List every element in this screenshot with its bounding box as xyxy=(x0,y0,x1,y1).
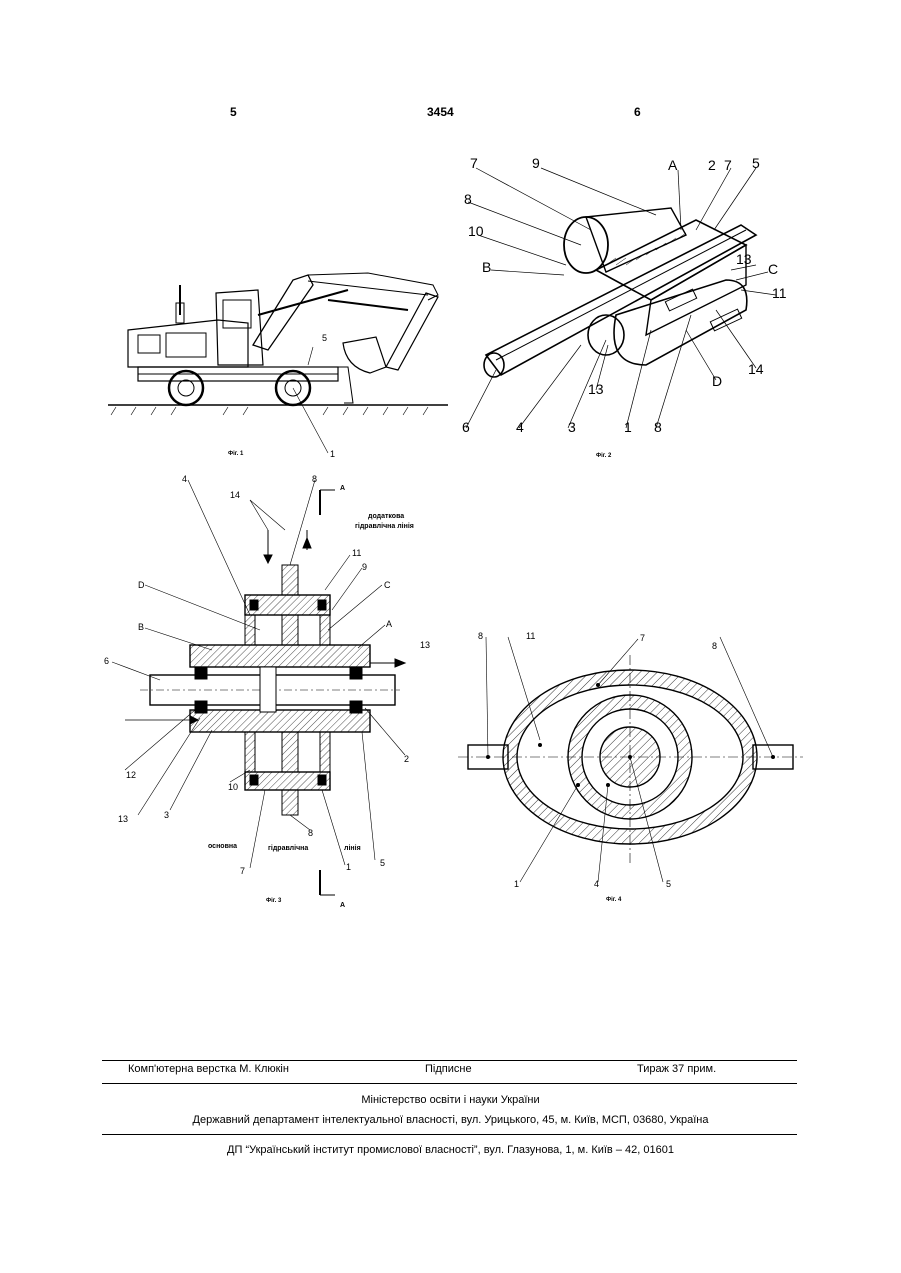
fig3-label-4: 4 xyxy=(182,474,187,484)
fig4-label-5: 5 xyxy=(666,879,671,889)
fig3-label-8b: 8 xyxy=(308,828,313,838)
fig3-annotation-main-2: гідравлічна xyxy=(268,844,308,852)
fig3-section-mark-bottom: A xyxy=(340,902,345,909)
fig3-label-1: 1 xyxy=(346,862,351,872)
fig4-label-8b: 8 xyxy=(712,641,717,651)
fig3-label-D: D xyxy=(138,580,145,590)
fig3-label-9: 9 xyxy=(362,562,367,572)
fig3-annotation-extra-1: додаткова xyxy=(368,513,404,520)
fig3-label-6: 6 xyxy=(104,656,109,666)
fig3-label-8a: 8 xyxy=(312,474,317,484)
fig2-label-7a: 7 xyxy=(470,155,478,171)
excavator-drawing: 5 1 xyxy=(108,255,448,460)
fig4-label-1: 1 xyxy=(514,879,519,889)
fig3-label-2: 2 xyxy=(404,754,409,764)
ring-section-drawing: 8 11 7 8 1 4 5 xyxy=(458,625,803,905)
fig2-label-11: 11 xyxy=(772,285,787,301)
figure-1-excavator: 5 1 xyxy=(108,255,448,460)
footer-rule-bottom xyxy=(102,1134,797,1135)
footer-signed: Підписне xyxy=(425,1063,472,1075)
fig3-label-B: B xyxy=(138,622,144,632)
fig2-label-13b: 13 xyxy=(588,381,604,397)
fig4-caption: Фіг. 4 xyxy=(606,897,621,903)
fig4-label-4: 4 xyxy=(594,879,599,889)
fig3-label-11: 11 xyxy=(352,548,361,558)
fig3-label-3: 3 xyxy=(164,810,169,820)
fig2-label-3: 3 xyxy=(568,419,576,435)
fig2-label-7b: 7 xyxy=(724,157,732,173)
fig3-label-12: 12 xyxy=(126,770,136,780)
footer-circulation: Тираж 37 прим. xyxy=(637,1063,716,1075)
fig3-label-C: C xyxy=(384,580,391,590)
fig3-label-14: 14 xyxy=(230,490,240,500)
fig1-caption: Фіг. 1 xyxy=(228,451,243,457)
fig2-label-13a: 13 xyxy=(736,251,752,267)
fig3-annotation-main-1: основна xyxy=(208,843,237,850)
fig3-label-13b: 13 xyxy=(118,814,128,824)
left-page-number: 5 xyxy=(230,105,237,119)
fig3-annotation-main-3: лінія xyxy=(344,844,361,852)
fig3-label-5: 5 xyxy=(380,858,385,868)
footer-rule-middle xyxy=(102,1083,797,1084)
patent-number: 3454 xyxy=(427,105,454,119)
fig2-label-14: 14 xyxy=(748,361,764,377)
fig2-label-C: C xyxy=(768,261,778,277)
footer-institute: ДП “Український інститут промислової вла… xyxy=(0,1144,901,1156)
figure-4-ring-section: 8 11 7 8 1 4 5 xyxy=(458,625,803,905)
right-page-number: 6 xyxy=(634,105,641,119)
fig1-label-1: 1 xyxy=(330,449,335,459)
footer-layout: Комп'ютерна верстка М. Клюкін xyxy=(128,1063,289,1075)
section-drawing: 4 14 8 11 9 D C B A 13 6 2 12 10 13 3 8 … xyxy=(100,470,445,910)
fig2-label-6: 6 xyxy=(462,419,470,435)
fig1-label-5: 5 xyxy=(322,333,327,343)
fig2-caption: Фіг. 2 xyxy=(596,453,611,459)
footer-department: Державний департамент інтелектуальної вл… xyxy=(0,1114,901,1126)
footer-rule-top xyxy=(102,1060,797,1061)
fig3-label-13a: 13 xyxy=(420,640,430,650)
fig3-label-7: 7 xyxy=(240,866,245,876)
fig2-label-5: 5 xyxy=(752,155,760,171)
fig2-label-B: B xyxy=(482,259,491,275)
fig2-label-A: A xyxy=(668,157,678,173)
fig4-label-7: 7 xyxy=(640,633,645,643)
fig3-label-A: A xyxy=(386,619,392,629)
figure-3-section: 4 14 8 11 9 D C B A 13 6 2 12 10 13 3 8 … xyxy=(100,470,445,910)
fig4-label-8a: 8 xyxy=(478,631,483,641)
footer-ministry: Міністерство освіти і науки України xyxy=(0,1094,901,1106)
fig2-label-1: 1 xyxy=(624,419,632,435)
fig3-label-10: 10 xyxy=(228,782,238,792)
fig2-label-4: 4 xyxy=(516,419,524,435)
fig3-section-mark-top: A xyxy=(340,485,345,492)
fig2-label-D: D xyxy=(712,373,722,389)
fig2-label-2: 2 xyxy=(708,157,716,173)
fig3-annotation-extra-2: гідравлічна лінія xyxy=(355,522,414,530)
fig3-caption: Фіг. 3 xyxy=(266,898,281,904)
fig2-label-10: 10 xyxy=(468,223,484,239)
fig2-label-8a: 8 xyxy=(464,191,472,207)
figure-2-isometric: 7 9 A 2 7 5 8 10 B 13 C 11 14 D 6 4 3 13… xyxy=(456,150,801,460)
isometric-drawing: 7 9 A 2 7 5 8 10 B 13 C 11 14 D 6 4 3 13… xyxy=(456,150,801,460)
fig4-label-11: 11 xyxy=(526,631,535,641)
fig2-label-8b: 8 xyxy=(654,419,662,435)
fig2-label-9: 9 xyxy=(532,155,540,171)
